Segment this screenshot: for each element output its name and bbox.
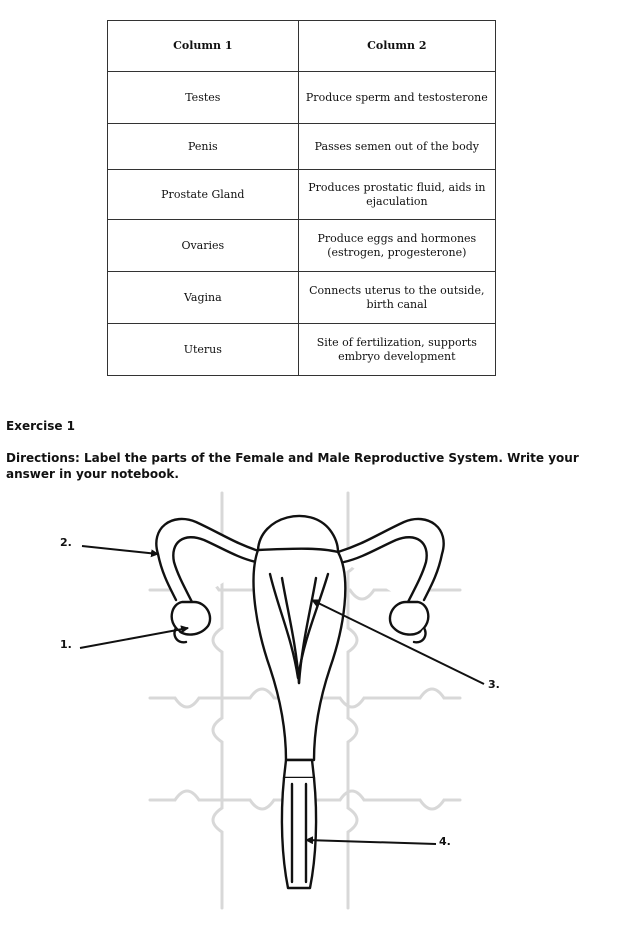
label-4: 4. (439, 835, 451, 848)
column-2-header: Column 2 (297, 20, 497, 72)
label-3: 3. (488, 678, 500, 691)
part-cell: Vagina (107, 271, 299, 324)
label-2: 2. (60, 536, 72, 549)
uterus-illustration (79, 491, 485, 910)
column-1-header: Column 1 (107, 20, 299, 72)
uterus-drawing (155, 514, 445, 890)
label-1: 1. (60, 638, 72, 651)
function-cell: Produce eggs and hormones (estrogen, pro… (297, 219, 497, 272)
function-cell: Site of fertilization, supports embryo d… (297, 323, 497, 376)
table-header-row: Column 1 Column 2 (107, 20, 497, 72)
part-cell: Ovaries (107, 219, 299, 272)
female-reproductive-diagram: 2. 1. 3. 4. (0, 478, 626, 923)
table-row: Penis Passes semen out of the body (107, 123, 497, 170)
table-row: Uterus Site of fertilization, supports e… (107, 323, 497, 376)
directions-text: Directions: Label the parts of the Femal… (6, 451, 579, 481)
table-row: Testes Produce sperm and testosterone (107, 71, 497, 124)
function-cell: Passes semen out of the body (297, 123, 497, 170)
function-cell: Connects uterus to the outside, birth ca… (297, 271, 497, 324)
part-cell: Uterus (107, 323, 299, 376)
table-row: Vagina Connects uterus to the outside, b… (107, 271, 497, 324)
function-cell: Produce sperm and testosterone (297, 71, 497, 124)
part-cell: Prostate Gland (107, 169, 299, 220)
exercise-title: Exercise 1 (6, 419, 76, 433)
reproductive-parts-table: Column 1 Column 2 Testes Produce sperm a… (107, 20, 497, 376)
table-row: Prostate Gland Produces prostatic fluid,… (107, 169, 497, 220)
function-cell: Produces prostatic fluid, aids in ejacul… (297, 169, 497, 220)
part-cell: Penis (107, 123, 299, 170)
table-row: Ovaries Produce eggs and hormones (estro… (107, 219, 497, 272)
label-pointers (79, 545, 485, 845)
part-cell: Testes (107, 71, 299, 124)
